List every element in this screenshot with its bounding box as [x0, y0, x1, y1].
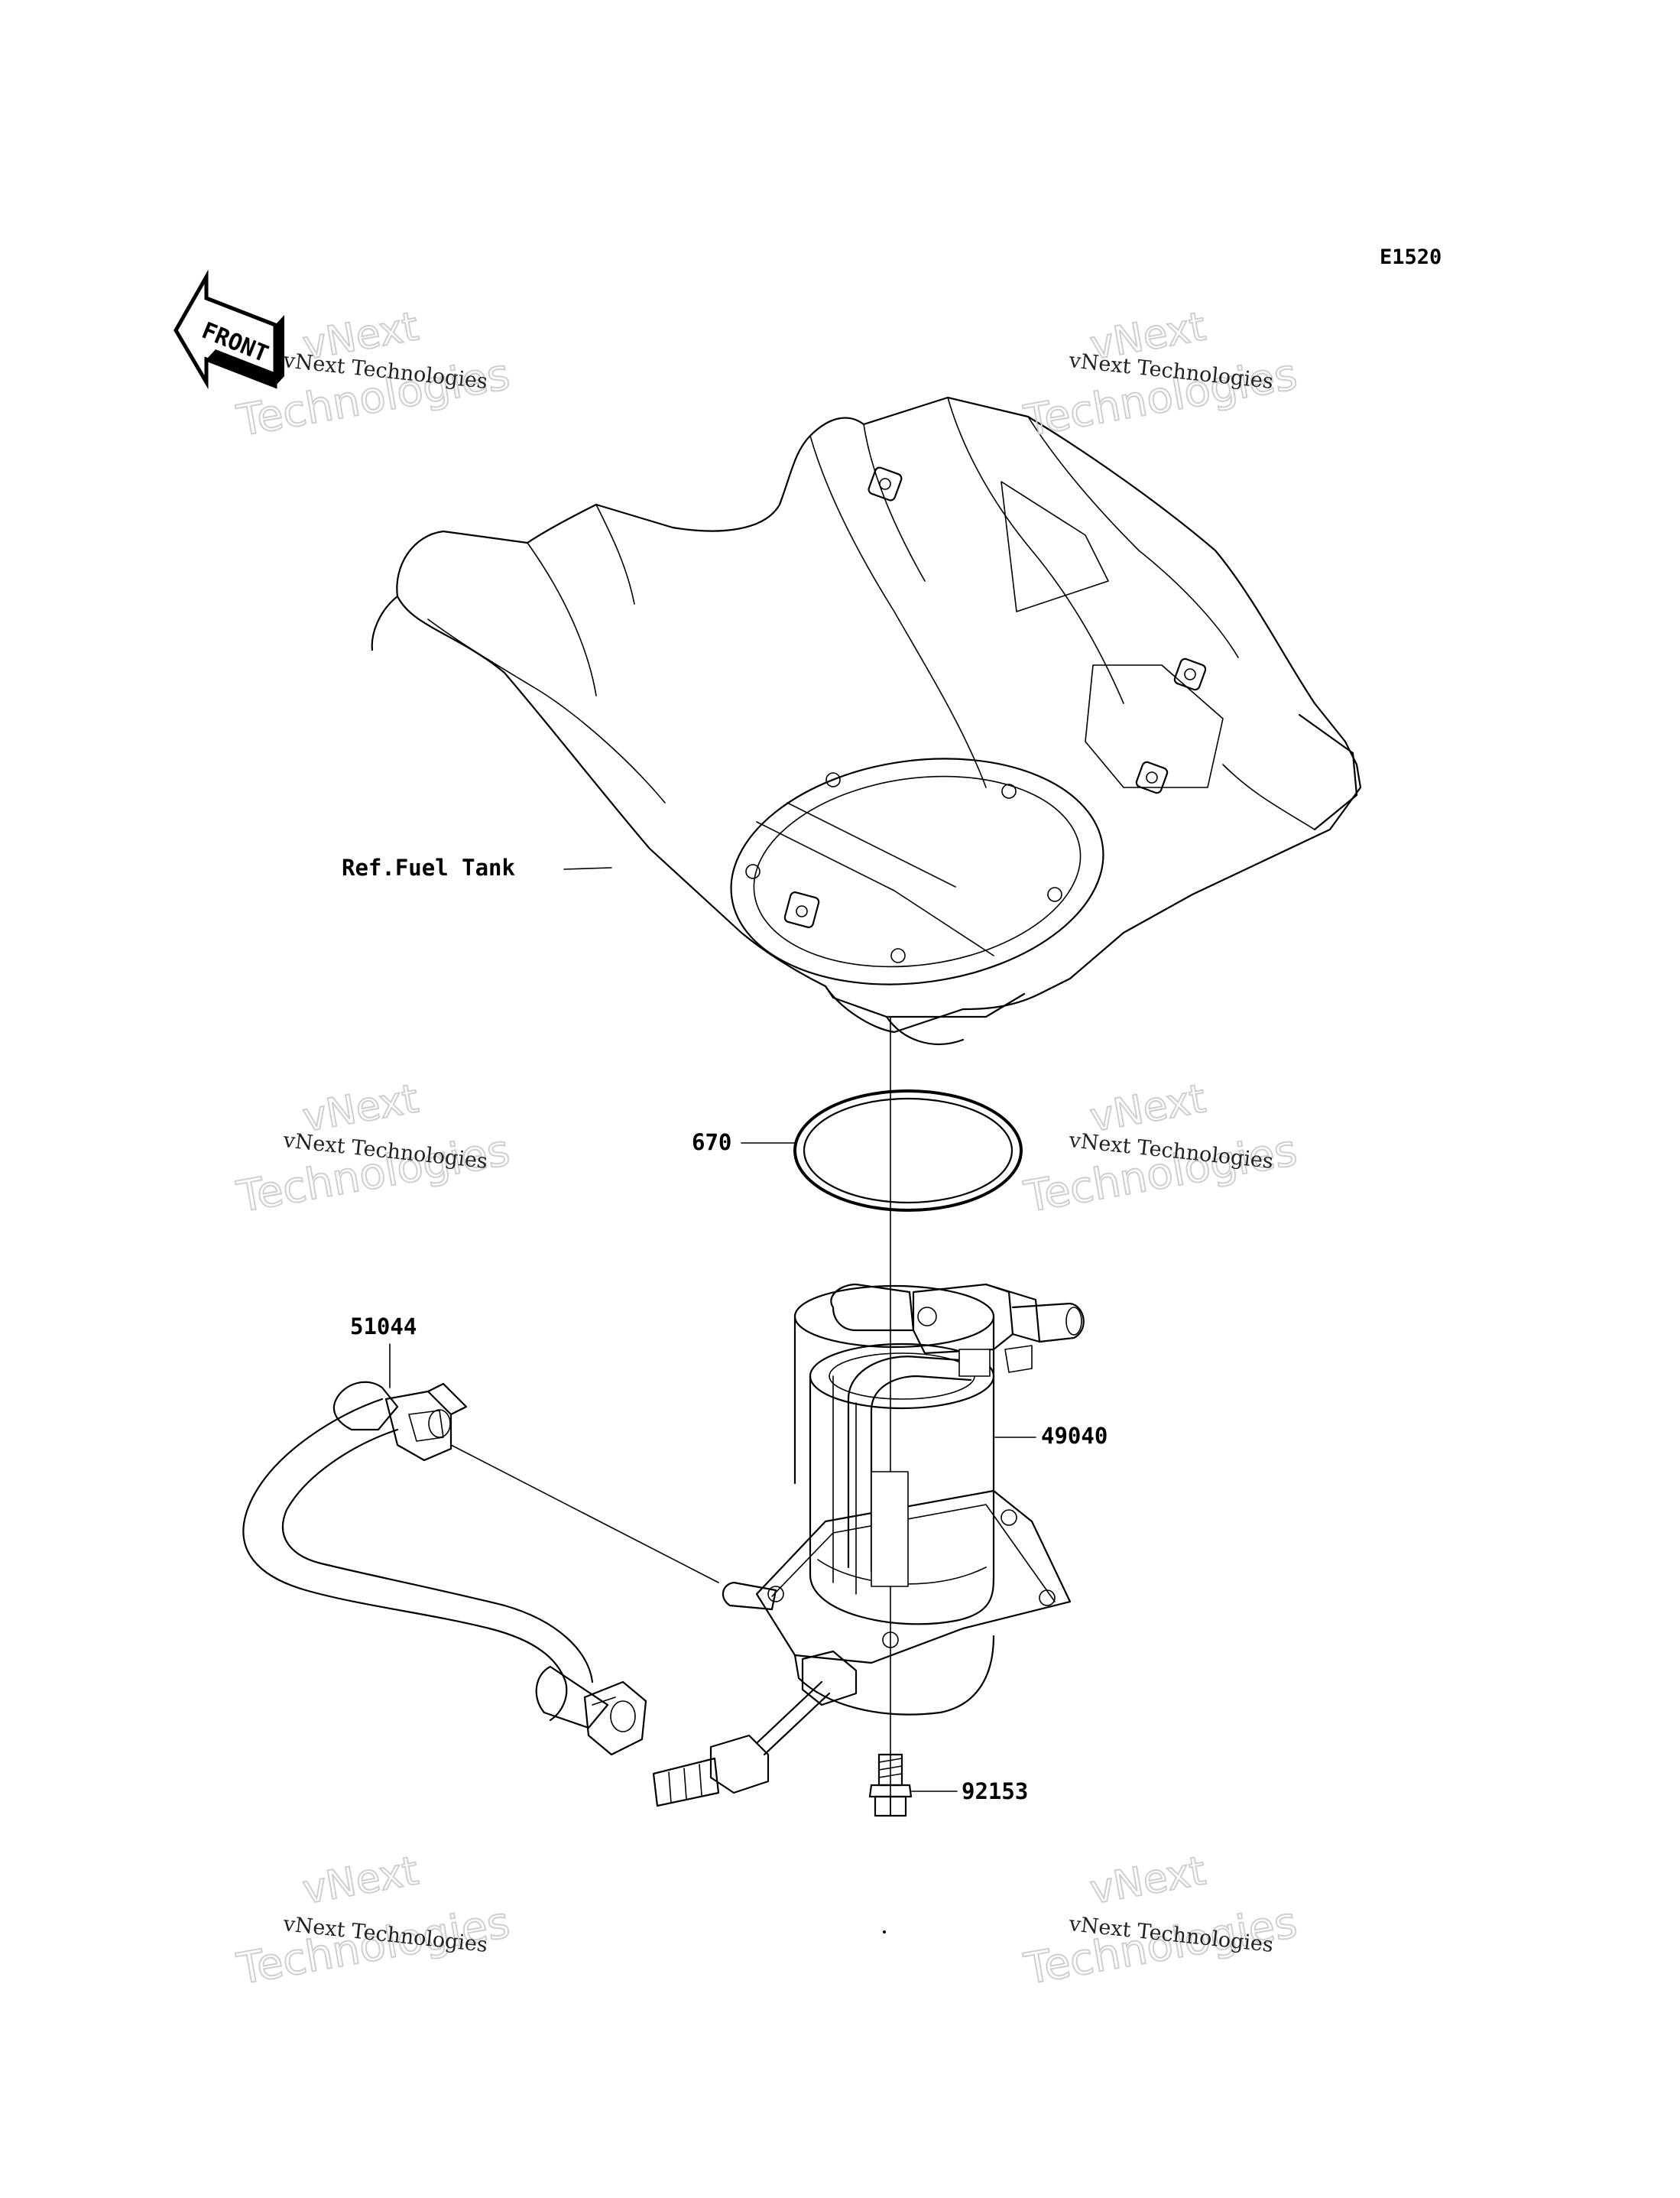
- watermark-top-right: vNext Technologies vNext Technologies: [1020, 303, 1302, 447]
- svg-text:vNext: vNext: [300, 1848, 422, 1913]
- svg-text:vNext: vNext: [1087, 1848, 1209, 1913]
- front-arrow-icon: FRONT: [174, 269, 284, 390]
- bolt: [868, 1753, 913, 1817]
- fuel-pump-assembly: [652, 1283, 1085, 1807]
- watermark-middle-right: vNext Technologies vNext Technologies: [1020, 1075, 1302, 1223]
- ref-fuel-tank-label: Ref.Fuel Tank: [342, 855, 515, 881]
- watermark-middle-left: vNext Technologies vNext Technologies: [232, 1075, 514, 1223]
- watermark-bottom-left: vNext Technologies vNext Technologies: [232, 1847, 514, 1995]
- diagram-code: E1520: [1380, 245, 1442, 269]
- gasket-part-number: 670: [692, 1129, 731, 1155]
- fuel-pump-part-number: 49040: [1041, 1423, 1108, 1449]
- fuel-tank-outline: [371, 396, 1362, 1045]
- hose-part-number: 51044: [350, 1313, 417, 1339]
- fuel-hose: [242, 1381, 647, 1756]
- gasket-ring: [793, 1089, 1023, 1212]
- bolt-part-number: 92153: [962, 1778, 1028, 1804]
- watermark-bottom-right: vNext Technologies vNext Technologies: [1020, 1847, 1302, 1995]
